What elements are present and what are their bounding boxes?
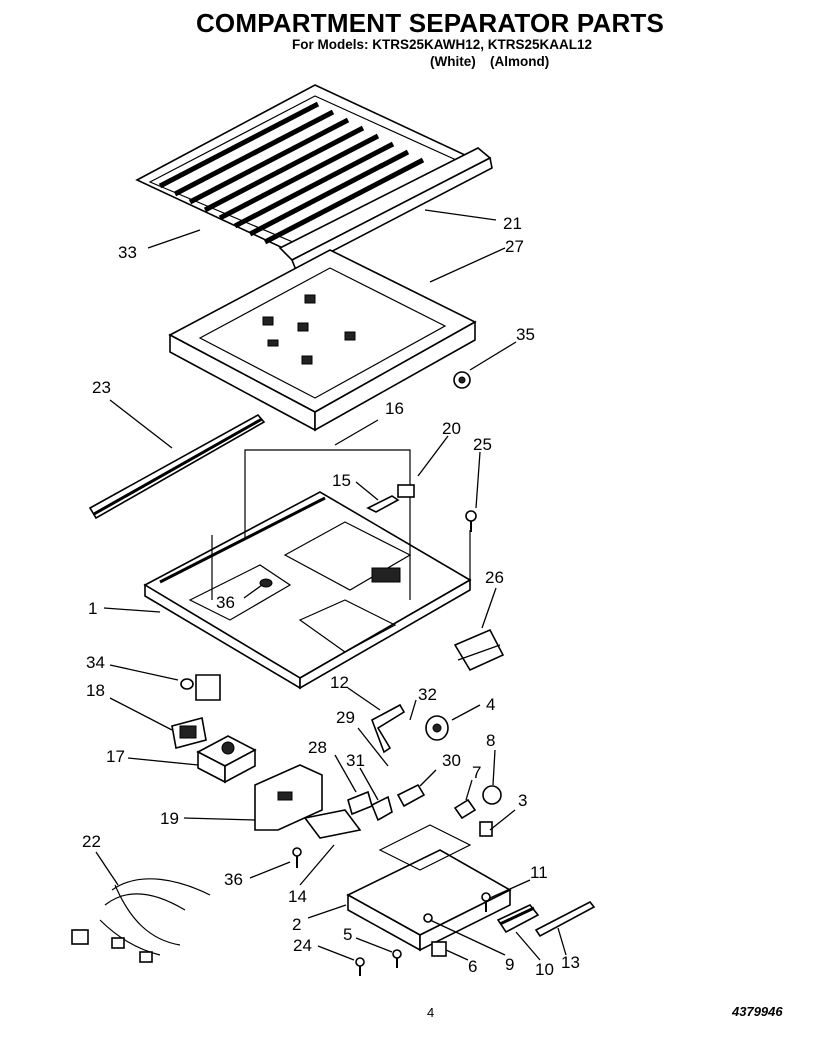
callout-15: 15 — [332, 471, 351, 490]
callout-18: 18 — [86, 681, 105, 700]
separator-frame-27 — [168, 249, 477, 432]
callout-31: 31 — [346, 751, 365, 770]
bracket-30 — [396, 783, 426, 808]
callout-35: 35 — [516, 325, 535, 344]
knob-8 — [482, 785, 502, 805]
callout-13: 13 — [561, 953, 580, 972]
callout-34: 34 — [86, 653, 105, 672]
callout-29: 29 — [336, 708, 355, 727]
callout-10: 10 — [535, 960, 554, 979]
heater-bracket-10 — [496, 904, 540, 934]
screw-25 — [465, 510, 477, 532]
page-title: COMPARTMENT SEPARATOR PARTS — [195, 8, 665, 38]
gasket-strip-23 — [88, 413, 266, 520]
callout-20: 20 — [442, 419, 461, 438]
callout-36-upper: 36 — [216, 593, 235, 612]
callout-7: 7 — [472, 763, 481, 782]
leader-lines — [95, 209, 567, 961]
callout-16: 16 — [385, 399, 404, 418]
models-line: For Models: KTRS25KAWH12, KTRS25KAAL12 — [292, 37, 593, 52]
callout-12: 12 — [330, 673, 349, 692]
callout-14: 14 — [288, 887, 307, 906]
connector-20 — [397, 484, 415, 498]
screw-11 — [481, 892, 491, 912]
shelf-grille-33 — [135, 84, 482, 257]
callout-24: 24 — [293, 936, 312, 955]
callout-27: 27 — [505, 237, 524, 256]
clip-3 — [479, 821, 493, 837]
screw-24 — [355, 957, 365, 976]
callout-5: 5 — [343, 925, 352, 944]
bracket-31 — [370, 795, 393, 822]
screw-36b — [292, 847, 302, 868]
clip-6 — [431, 941, 447, 957]
control-box-17 — [196, 735, 257, 784]
callout-9: 9 — [505, 955, 514, 974]
callout-32: 32 — [418, 685, 437, 704]
switch-34 — [180, 674, 221, 701]
insulation-26 — [453, 628, 505, 672]
callout-17: 17 — [106, 747, 125, 766]
bracket-15 — [366, 495, 400, 513]
bracket-28 — [347, 790, 373, 816]
clip-35 — [453, 371, 471, 389]
callout-25: 25 — [473, 435, 492, 454]
callout-36-lower: 36 — [224, 870, 243, 889]
page-number: 4 — [427, 1005, 435, 1020]
bracket-19 — [254, 764, 323, 831]
callout-19: 19 — [160, 809, 179, 828]
callout-6: 6 — [468, 957, 477, 976]
fan-4 — [425, 715, 449, 741]
screw-5 — [392, 949, 402, 968]
callout-11: 11 — [530, 863, 548, 882]
divider-panel-1 — [143, 491, 472, 690]
callout-8: 8 — [486, 731, 495, 750]
bracket-14 — [303, 809, 362, 839]
harness-wire-16 — [211, 449, 471, 600]
document-number: 4379946 — [732, 1004, 783, 1019]
bezel-18 — [171, 717, 207, 749]
callout-22: 22 — [82, 832, 101, 851]
callout-33: 33 — [118, 243, 137, 262]
callout-1: 1 — [88, 599, 97, 618]
front-trim-21 — [278, 147, 493, 272]
callout-28: 28 — [308, 738, 327, 757]
callout-23: 23 — [92, 378, 111, 397]
variant-almond: (Almond) — [490, 54, 550, 69]
wiring-harness-22 — [71, 878, 211, 963]
spacer-7 — [453, 798, 477, 820]
arm-29 — [371, 703, 406, 754]
callout-21: 21 — [503, 214, 522, 233]
callout-3: 3 — [518, 791, 527, 810]
callout-30: 30 — [442, 751, 461, 770]
rod-13 — [534, 900, 596, 938]
variant-white: (White) — [430, 54, 476, 69]
callout-4: 4 — [486, 695, 495, 714]
callout-labels: 33 21 27 35 23 16 20 25 15 26 1 36 34 12… — [82, 214, 580, 979]
housing-2 — [346, 824, 512, 952]
callout-26: 26 — [485, 568, 504, 587]
callout-2: 2 — [292, 915, 301, 934]
